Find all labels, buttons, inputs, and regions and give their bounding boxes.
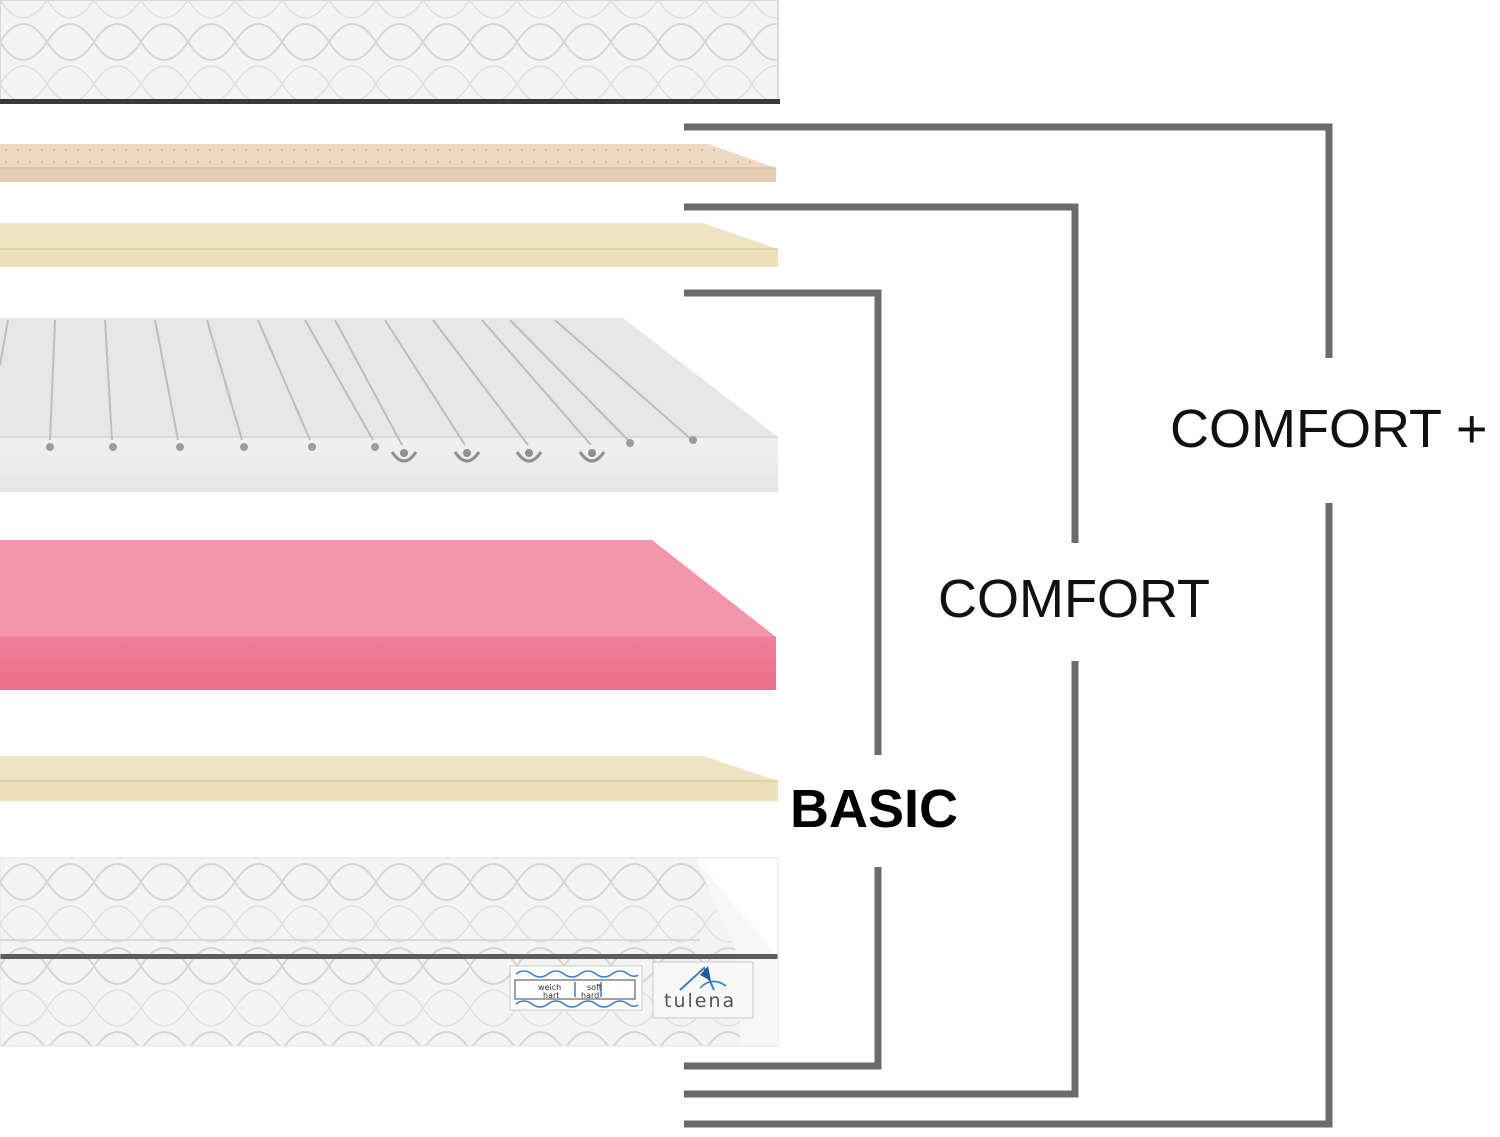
upper-foam-layer (0, 223, 778, 267)
label-comfort-plus: COMFORT + (1170, 399, 1488, 459)
firmness-label-hart: hart (543, 991, 559, 1000)
bracket-comfort-plus (684, 123, 1333, 1128)
brand-logo-icon (700, 966, 711, 981)
pink-foam-core (0, 540, 776, 690)
firmness-label-weich: weich (538, 983, 561, 992)
top-quilted-cover (0, 0, 780, 104)
bracket-comfort (684, 203, 1079, 1098)
firmness-tag: weich soft hart hard (509, 965, 643, 1011)
lower-foam-layer (0, 756, 778, 801)
label-basic: BASIC (790, 779, 959, 839)
cut-cold-foam-core (0, 318, 778, 492)
firmness-label-soft: soft (587, 983, 602, 992)
label-comfort: COMFORT (938, 569, 1210, 629)
latex-layer (0, 144, 776, 182)
brand-name: tulena (664, 990, 736, 1012)
bracket-basic (684, 289, 882, 1070)
firmness-label-hard: hard (581, 991, 599, 1000)
brand-tag: tulena (652, 961, 754, 1019)
